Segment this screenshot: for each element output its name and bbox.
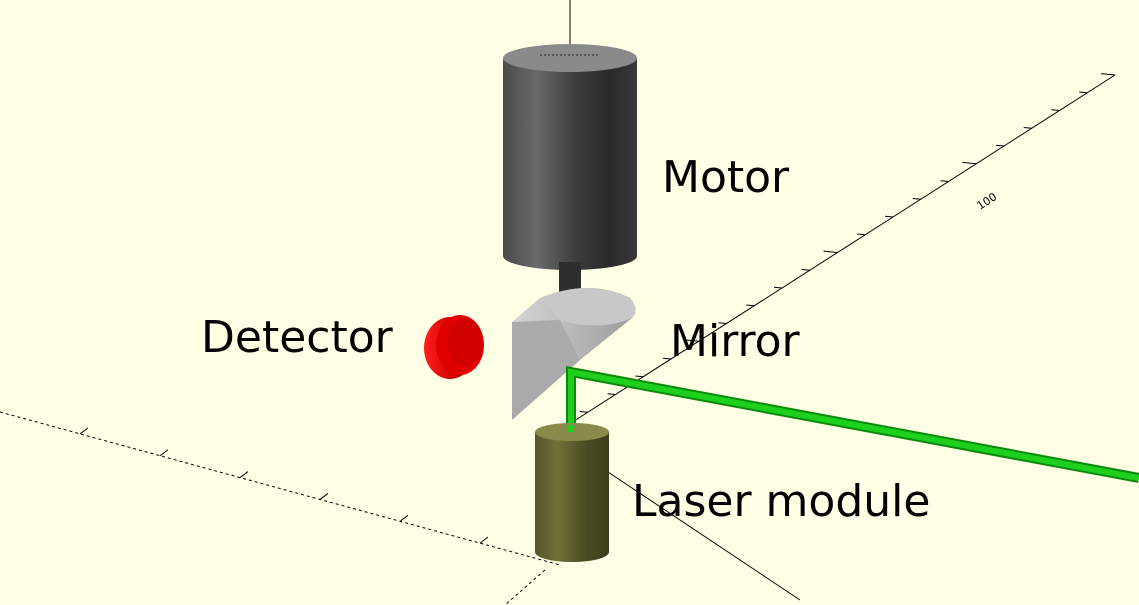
laser-module — [535, 423, 609, 562]
axis-tick — [746, 304, 755, 307]
axis-tick — [773, 286, 783, 289]
axis-tick — [940, 180, 949, 182]
axis-tick — [159, 449, 169, 457]
axis-tick — [1100, 73, 1116, 76]
axis-ticks-x — [579, 73, 1116, 413]
motor — [503, 44, 637, 270]
axis-tick — [79, 427, 89, 435]
axis-tick — [1079, 91, 1088, 94]
motor-label: Motor — [662, 152, 790, 203]
axis-tick — [239, 471, 249, 478]
axis-tick — [912, 197, 921, 200]
axis-tick — [607, 393, 616, 395]
axis-tick — [635, 375, 644, 378]
axis-tick — [962, 161, 977, 165]
axis-ticks-y — [79, 427, 489, 544]
axis-tick — [1051, 109, 1060, 111]
axis-tick-label: 100 — [975, 190, 1000, 212]
axis-tick — [718, 322, 727, 324]
mirror-label: Mirror — [670, 316, 800, 367]
axis-tick — [801, 268, 810, 271]
mirror — [512, 288, 636, 420]
axis-tick — [684, 339, 699, 342]
axis-tick — [399, 514, 409, 522]
laser-beam — [566, 365, 1139, 483]
laser-module-label: Laser module — [632, 476, 931, 527]
axis-tick — [319, 493, 329, 500]
detector — [424, 315, 484, 379]
axis-tick — [995, 144, 1005, 147]
axis-tick — [479, 536, 489, 544]
axis-tick — [857, 233, 866, 236]
axis-tick — [579, 410, 588, 413]
detector-label: Detector — [201, 312, 393, 363]
axis-tick — [1023, 126, 1032, 129]
axis-tick — [662, 357, 672, 360]
axis-tick — [884, 215, 894, 218]
axis-tick — [823, 250, 838, 253]
